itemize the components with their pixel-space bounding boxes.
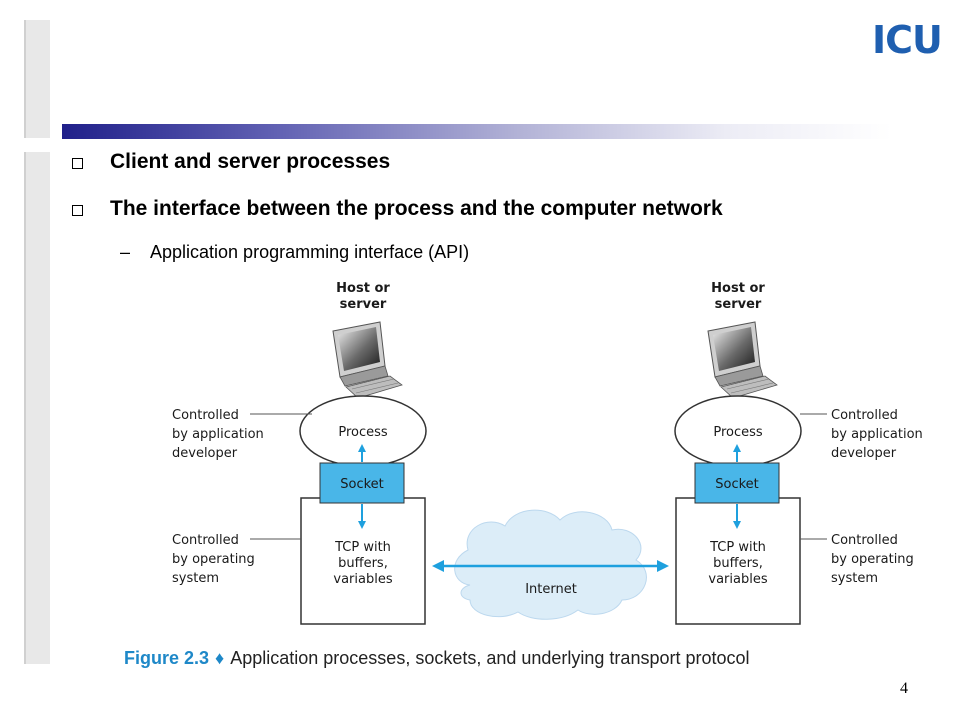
left-ctrl-app-2: by application	[172, 427, 264, 442]
arrowhead-right-icon	[657, 560, 669, 572]
right-tcp-line-3: variables	[708, 572, 767, 587]
left-host: Host or server Process Socket TCP with b…	[172, 281, 427, 625]
internet-cloud	[454, 509, 647, 620]
left-ctrl-os-3: system	[172, 571, 219, 586]
bullet-text: The interface between the process and th…	[110, 197, 723, 220]
computer-icon	[707, 321, 778, 399]
right-ctrl-app-3: developer	[831, 446, 897, 461]
left-tcp-line-3: variables	[333, 572, 392, 587]
right-socket-label: Socket	[715, 477, 759, 492]
square-bullet-icon	[72, 158, 83, 169]
right-tcp-line-1: TCP with	[709, 540, 766, 555]
page-number: 4	[900, 680, 908, 697]
left-decor-bar-bottom	[24, 152, 50, 664]
left-ctrl-os-1: Controlled	[172, 533, 239, 548]
right-ctrl-os-2: by operating	[831, 552, 914, 567]
right-ctrl-os-3: system	[831, 571, 878, 586]
bullet-interface: The interface between the process and th…	[72, 197, 912, 225]
right-host-label-2: server	[715, 297, 762, 312]
left-tcp-line-2: buffers,	[338, 556, 388, 571]
left-ctrl-app-1: Controlled	[172, 408, 239, 423]
arrowhead-left-icon	[432, 560, 444, 572]
figure-number: Figure 2.3	[124, 648, 210, 668]
sub-bullet-text: Application programming interface (API)	[150, 242, 470, 262]
icu-logo: ICU	[872, 18, 943, 62]
left-ctrl-os-2: by operating	[172, 552, 255, 567]
diamond-separator-icon: ♦	[215, 648, 225, 668]
right-socket-box	[694, 462, 780, 504]
figure-caption: Figure 2.3♦Application processes, socket…	[124, 648, 750, 669]
left-ctrl-app-3: developer	[172, 446, 238, 461]
internet-link: Internet	[432, 560, 669, 597]
left-process-label: Process	[338, 425, 388, 440]
left-host-label-1: Host or	[336, 281, 390, 296]
left-socket-box	[319, 462, 405, 504]
right-ctrl-app-2: by application	[831, 427, 923, 442]
square-bullet-icon	[72, 205, 83, 216]
right-ctrl-os-1: Controlled	[831, 533, 898, 548]
left-decor-bar-top	[24, 20, 50, 138]
right-ctrl-app-1: Controlled	[831, 408, 898, 423]
internet-label: Internet	[525, 582, 577, 597]
right-host: Host or server Process Socket TCP with b…	[674, 281, 923, 625]
right-process-label: Process	[713, 425, 763, 440]
left-host-label-2: server	[340, 297, 387, 312]
header-gradient-band	[62, 124, 892, 139]
left-tcp-line-1: TCP with	[334, 540, 391, 555]
bullet-client-server: Client and server processes	[72, 150, 912, 178]
right-tcp-line-2: buffers,	[713, 556, 763, 571]
computer-icon	[332, 321, 403, 399]
left-socket-label: Socket	[340, 477, 384, 492]
figure-caption-text: Application processes, sockets, and unde…	[230, 648, 750, 668]
dash-bullet: –	[120, 242, 131, 262]
right-host-label-1: Host or	[711, 281, 765, 296]
bullet-text: Client and server processes	[110, 150, 391, 173]
